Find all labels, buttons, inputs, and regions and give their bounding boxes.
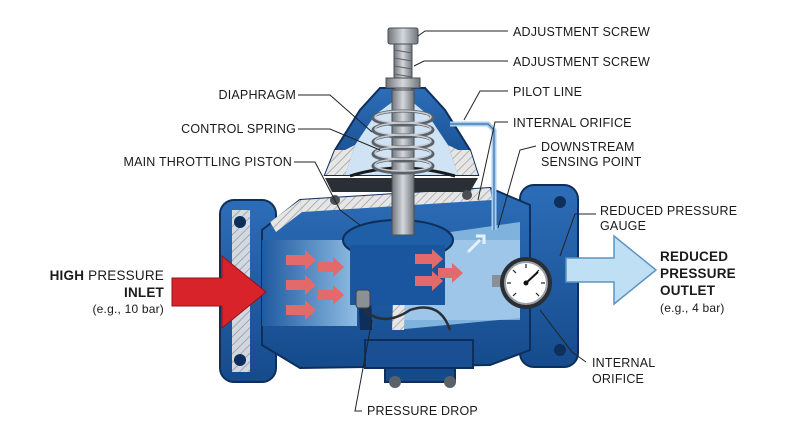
outlet-line2: PRESSURE [660,266,736,282]
inlet-title-line2: INLET [124,285,164,301]
leader-lines [294,30,596,412]
valve-body [261,186,531,388]
label-internal-orifice-bottom-line1: INTERNAL [592,356,656,370]
label-reduced-gauge-line1: REDUCED PRESSURE [600,204,738,218]
inlet-flow-arrows [286,250,344,320]
outlet-line1-text: REDUCED [660,249,729,264]
label-pilot-line: PILOT LINE [513,85,583,99]
pressure-gauge [492,257,552,309]
inlet-line2: INLET [124,285,164,300]
label-reduced-gauge-line2: GAUGE [600,219,647,233]
outlet-line2-text: PRESSURE [660,266,736,281]
inlet-title-line1: HIGH PRESSURE [50,268,164,284]
inlet-pressure-example: (e.g., 10 bar) [92,302,164,316]
outlet-flow-arrows [415,249,463,291]
label-downstream-line1: DOWNSTREAM [541,140,635,154]
sensing-tube [359,304,452,331]
label-pressure-drop: PRESSURE DROP [367,404,478,418]
label-downstream-line2: SENSING POINT [541,155,642,169]
outlet-line3-text: OUTLET [660,283,716,298]
inlet-arrow [171,254,267,330]
label-control-spring: CONTROL SPRING [181,122,296,136]
label-diaphragm: DIAPHRAGM [218,88,296,102]
inlet-bold-word: HIGH [49,268,85,283]
outlet-line3: OUTLET [660,283,715,299]
outlet-line1: REDUCED [660,249,728,265]
outlet-pressure-example: (e.g., 4 bar) [660,301,725,315]
label-adjustment-screw-2: ADJUSTMENT SCREW [513,55,651,69]
label-internal-orifice-top: INTERNAL ORIFICE [513,116,632,130]
outlet-arrow [565,234,658,306]
label-main-throttling-piston: MAIN THROTTLING PISTON [123,155,292,169]
control-spring [371,89,435,236]
inlet-rest-word: PRESSURE [84,268,164,283]
adjustment-screw [385,27,421,91]
label-internal-orifice-bottom-line2: ORIFICE [592,372,645,386]
label-adjustment-screw-1: ADJUSTMENT SCREW [513,25,651,39]
